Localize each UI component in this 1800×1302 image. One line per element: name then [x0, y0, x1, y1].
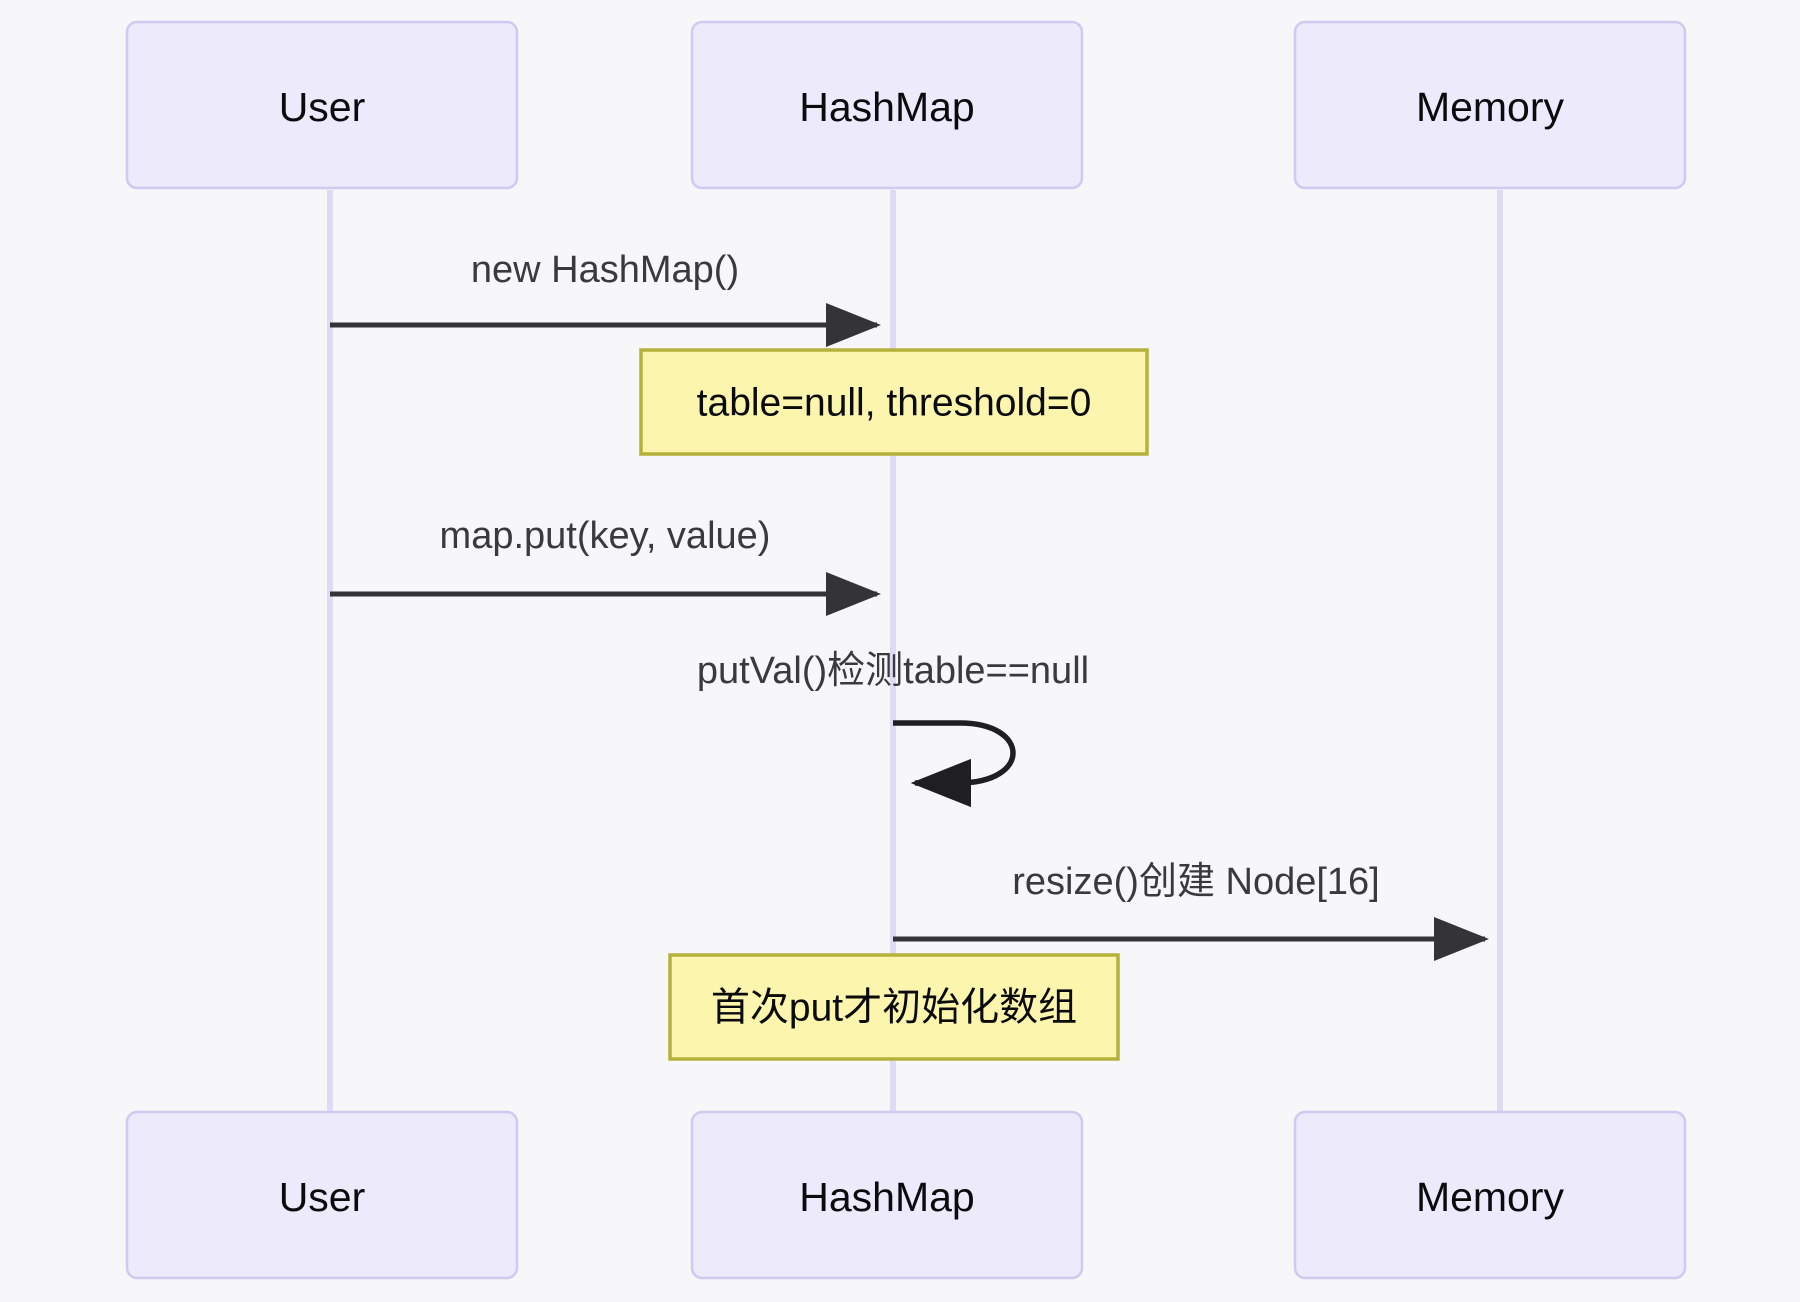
- note-box-first-put-init-array[interactable]: [668, 953, 1120, 1061]
- note-first-put-init-array[interactable]: 首次put才初始化数组: [668, 953, 1120, 1061]
- participant-box-hashmap-bottom[interactable]: [690, 1110, 1084, 1280]
- participant-header-hashmap[interactable]: HashMap: [690, 20, 1084, 190]
- participant-label-user-bottom: User: [279, 1174, 366, 1220]
- participant-box-user-top[interactable]: [125, 20, 519, 190]
- message-putval-self-check[interactable]: putVal()检测table==null: [697, 650, 1089, 808]
- participant-box-memory-top[interactable]: [1293, 20, 1687, 190]
- message-label-putval-self-check: putVal()检测table==null: [697, 650, 1089, 692]
- participant-label-hashmap-bottom: HashMap: [799, 1174, 974, 1220]
- participant-label-memory-bottom: Memory: [1416, 1174, 1565, 1220]
- message-label-map-put: map.put(key, value): [440, 515, 771, 557]
- participant-label-user-top: User: [279, 84, 366, 130]
- participant-box-memory-bottom[interactable]: [1293, 1110, 1687, 1280]
- note-label-first-put-init-array: 首次put才初始化数组: [711, 986, 1077, 1029]
- participant-box-user-bottom[interactable]: [125, 1110, 519, 1280]
- participant-header-memory[interactable]: Memory: [1293, 20, 1687, 190]
- message-resize-create-node[interactable]: resize()创建 Node[16]: [893, 861, 1490, 961]
- participant-header-user[interactable]: User: [125, 20, 519, 190]
- participant-footer-user[interactable]: User: [125, 1110, 519, 1280]
- participant-footer-memory[interactable]: Memory: [1293, 1110, 1687, 1280]
- message-label-new-hashmap: new HashMap(): [471, 249, 739, 291]
- message-label-resize-create-node: resize()创建 Node[16]: [1012, 861, 1379, 903]
- note-table-null-threshold[interactable]: table=null, threshold=0: [639, 348, 1149, 456]
- message-new-hashmap[interactable]: new HashMap(): [330, 249, 882, 347]
- participant-box-hashmap-top[interactable]: [690, 20, 1084, 190]
- participant-footer-hashmap[interactable]: HashMap: [690, 1110, 1084, 1280]
- participant-label-hashmap-top: HashMap: [799, 84, 974, 130]
- note-box-table-null-threshold[interactable]: [639, 348, 1149, 456]
- note-label-table-null-threshold: table=null, threshold=0: [697, 381, 1092, 424]
- participant-label-memory-top: Memory: [1416, 84, 1565, 130]
- message-map-put[interactable]: map.put(key, value): [330, 515, 882, 616]
- message-selfloop-putval[interactable]: [893, 720, 1016, 808]
